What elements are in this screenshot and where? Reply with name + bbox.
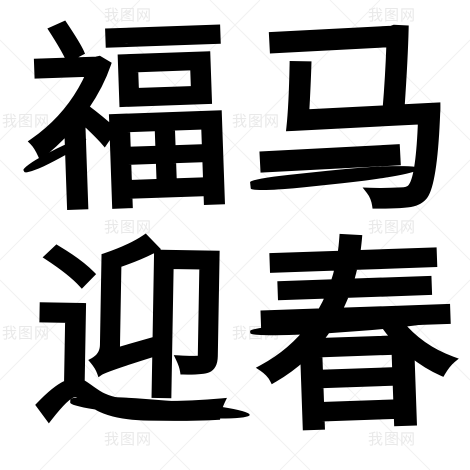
watermark-text: 我图网 [2,112,51,130]
watermark-text: 我图网 [368,6,417,24]
watermark-text: 我图网 [2,324,51,342]
watermark-text: 我图网 [104,6,153,24]
calligraphy-character-ying: 迎 [30,216,233,453]
watermark-text: 我图网 [104,218,153,236]
watermark-text: 我图网 [368,218,417,236]
watermark-text: 我图网 [368,430,417,448]
calligraphy-character-ma: 马 [243,0,461,246]
watermark-text: 我图网 [232,112,281,130]
calligraphy-character-fu: 福 [23,0,237,241]
calligraphy-character-chun: 春 [249,214,463,462]
watermark-text: 我图网 [104,430,153,448]
